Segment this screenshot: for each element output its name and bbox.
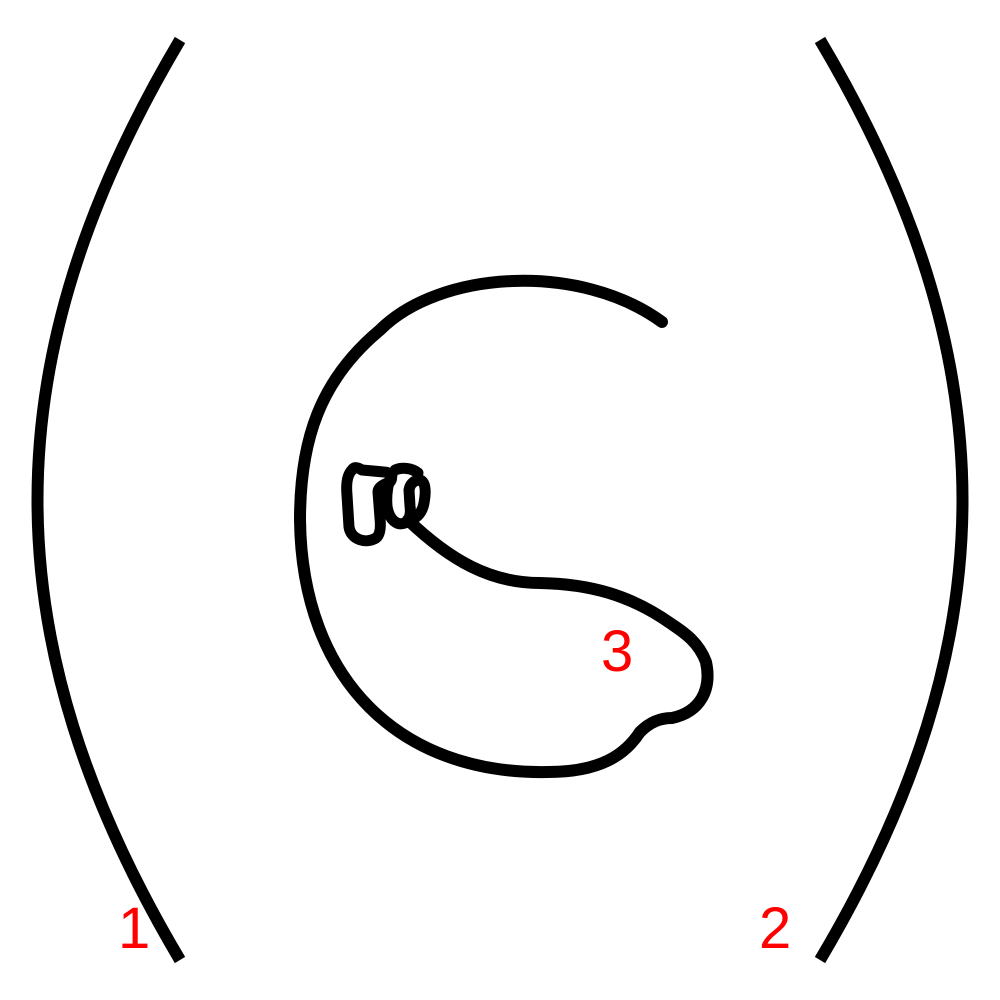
curl-small-loop-right [381, 462, 431, 530]
right-parenthesis-stroke [814, 36, 969, 964]
stroke-number-label-1: 1 [118, 896, 151, 961]
curl-stroke [294, 274, 714, 779]
stroke-number-label-3: 3 [601, 619, 634, 684]
curl-small-loop-left [341, 462, 398, 547]
curl-outer-path [294, 274, 714, 779]
left-parenthesis-stroke [31, 36, 186, 964]
stroke-number-label-2: 2 [759, 896, 792, 961]
